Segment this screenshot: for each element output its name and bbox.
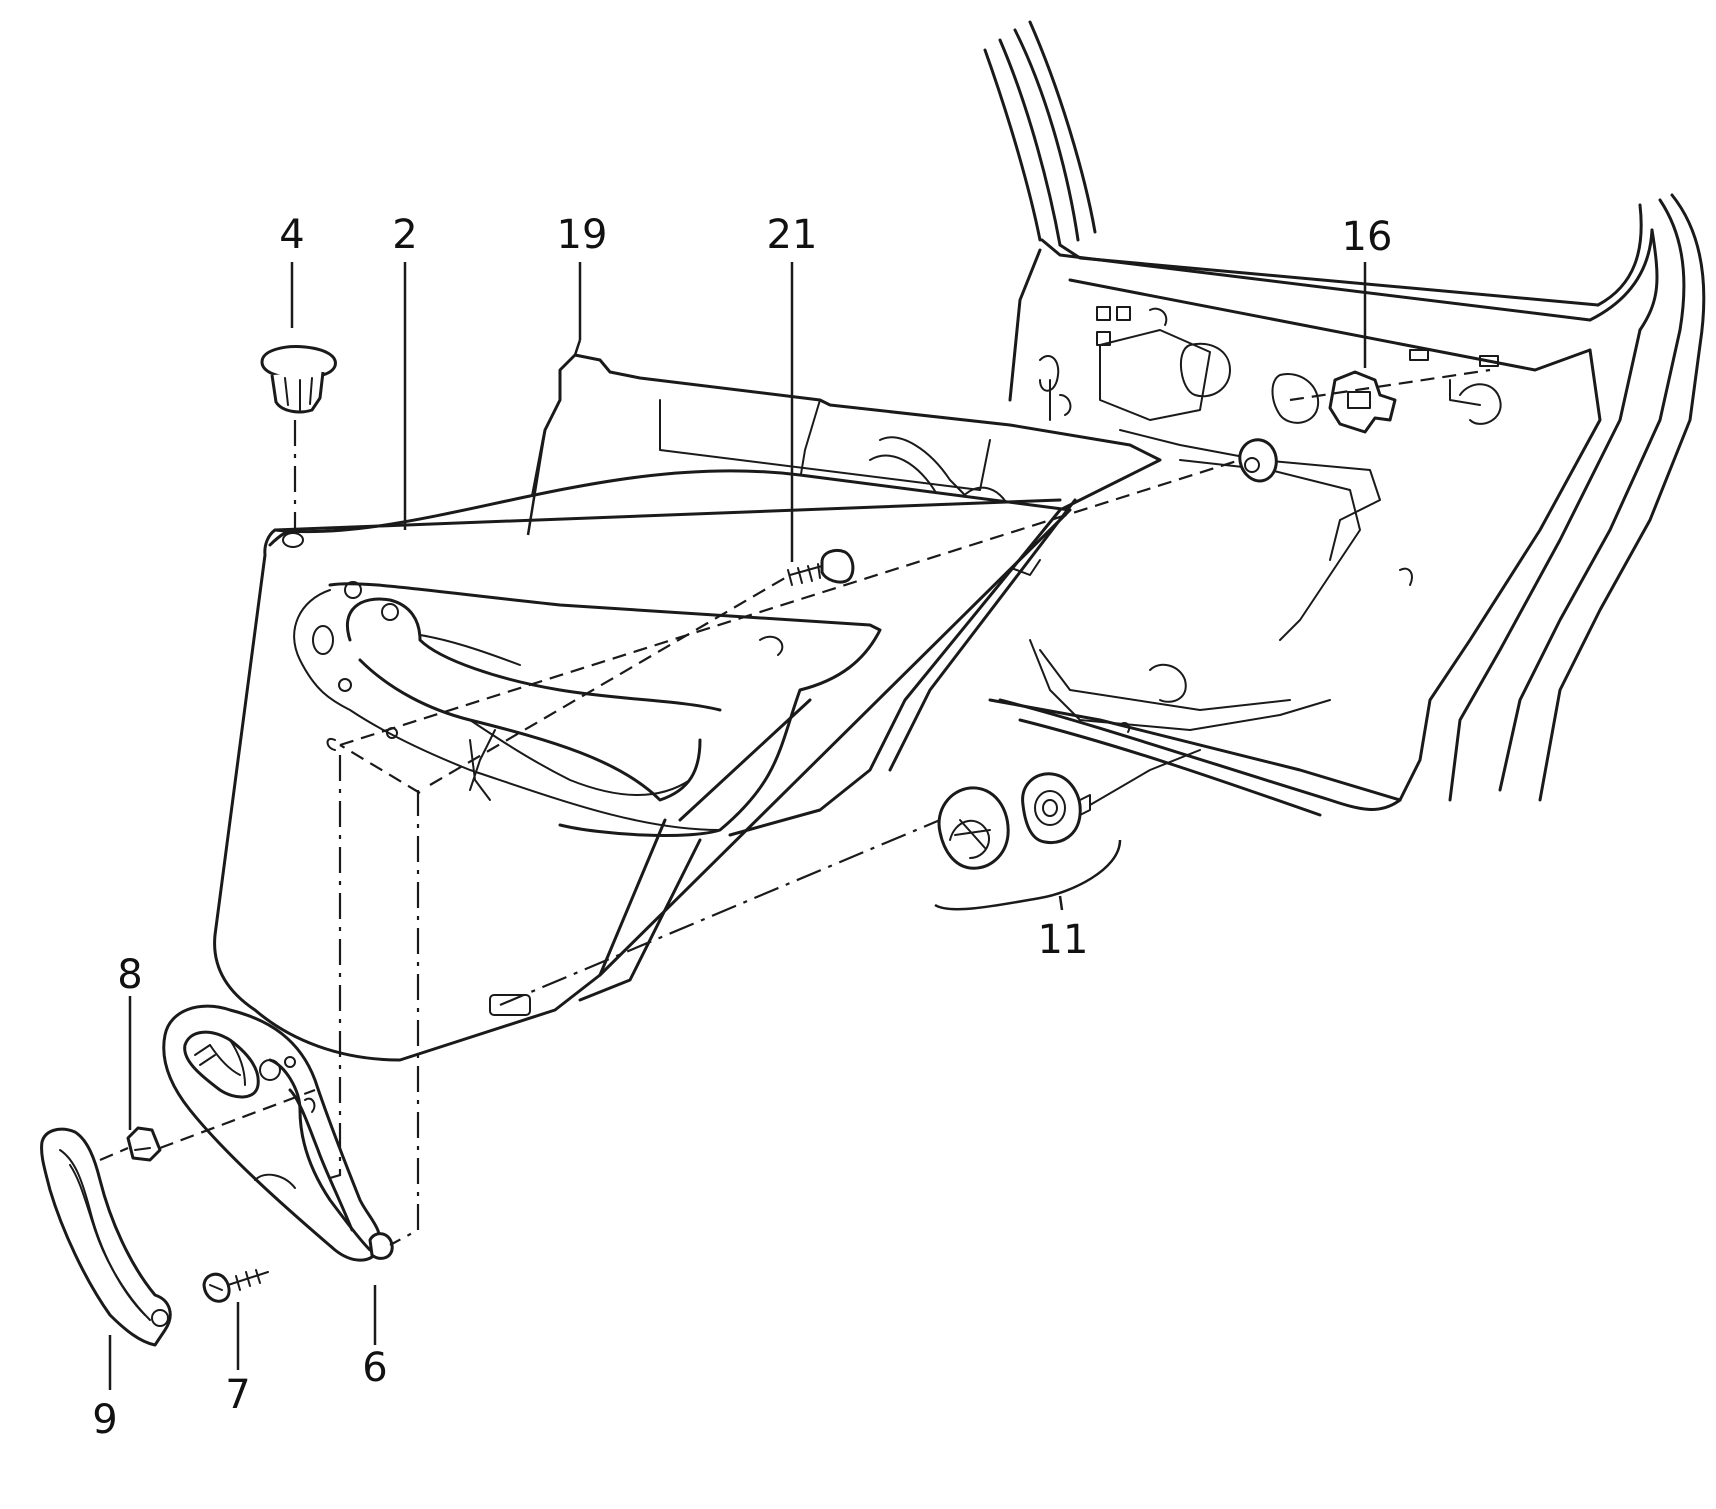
callout-8: 8 xyxy=(117,952,143,998)
part-9-handle-cover xyxy=(40,1127,172,1347)
assembly-lines xyxy=(99,368,1491,1246)
part-16-retainer xyxy=(1328,370,1397,434)
part-8-clip xyxy=(126,1126,162,1162)
callout-21: 21 xyxy=(766,212,818,258)
callout-6: 6 xyxy=(362,1345,388,1391)
callout-2: 2 xyxy=(392,212,418,258)
callout-19: 19 xyxy=(556,212,608,258)
part-21-screw xyxy=(787,548,855,586)
callout-11: 11 xyxy=(1037,917,1089,963)
callout-16: 16 xyxy=(1341,214,1393,260)
door-grommet xyxy=(1238,438,1278,483)
part-11-cover-set xyxy=(934,772,1122,911)
part-6-handle-bracket xyxy=(162,1004,394,1262)
part-2-door-trim-panel xyxy=(213,469,1077,1062)
callout-9: 9 xyxy=(92,1397,118,1443)
part-4-clip xyxy=(260,345,337,414)
part-7-screw xyxy=(202,1269,269,1303)
door-body-shell xyxy=(983,20,1706,817)
callout-7: 7 xyxy=(225,1372,251,1418)
callout-leaders xyxy=(108,262,1367,1390)
callout-4: 4 xyxy=(279,212,305,258)
